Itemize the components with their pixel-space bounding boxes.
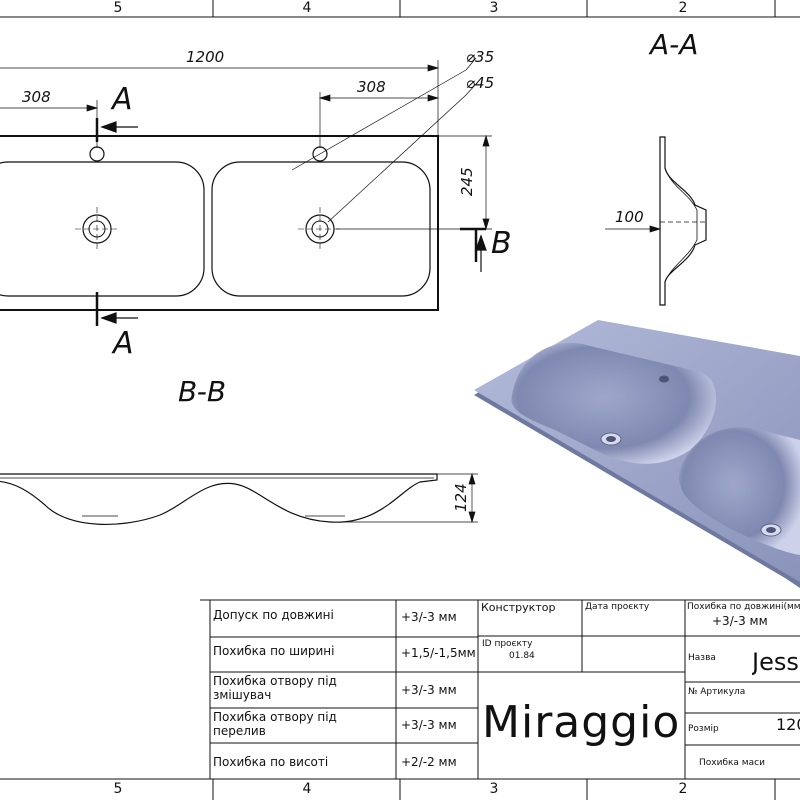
dimension-height: 124 bbox=[452, 483, 470, 512]
tolerance-value-mixer-hole: +3/-3 мм bbox=[401, 683, 457, 697]
size-label: Розмір bbox=[688, 724, 719, 734]
tap-hole-left bbox=[89, 146, 105, 162]
tolerance-label-overflow-hole: Похибка отвору під перелив bbox=[213, 710, 337, 738]
render-tap-hole bbox=[659, 375, 669, 383]
tolerance-value-overflow-hole: +3/-3 мм bbox=[401, 718, 457, 732]
project-id-label: ID проєкту bbox=[482, 639, 533, 649]
zone-label-top-5: 5 bbox=[113, 0, 123, 16]
article-label: № Артикула bbox=[688, 687, 746, 697]
tolerance-label-length: Допуск по довжині bbox=[213, 608, 334, 622]
tolerance-value-length: +3/-3 мм bbox=[401, 610, 457, 624]
dimension-section-depth: 100 bbox=[615, 208, 644, 226]
name-value: Jess bbox=[752, 648, 799, 676]
plan-view bbox=[0, 57, 492, 326]
zone-label-bottom-3: 3 bbox=[489, 781, 499, 797]
dimension-hole-large: ⌀45 bbox=[466, 74, 495, 92]
name-label: Назва bbox=[688, 653, 716, 663]
zone-label-bottom-5: 5 bbox=[113, 781, 123, 797]
dimension-hole-small: ⌀35 bbox=[466, 48, 495, 66]
tolerance-value-width: +1,5/-1,5мм bbox=[401, 646, 476, 660]
zone-label-bottom-4: 4 bbox=[302, 781, 312, 797]
dimension-length: 1200 bbox=[186, 48, 225, 66]
cut-mark-a-top: A bbox=[112, 82, 133, 117]
tolerance-label-width: Похибка по ширині bbox=[213, 644, 335, 658]
view-title-b-b: B-B bbox=[178, 375, 227, 408]
tolerance-label-mixer-hole: Похибка отвору під змішувач bbox=[213, 674, 337, 702]
section-a-a bbox=[605, 136, 707, 306]
cut-mark-b: B bbox=[491, 226, 512, 261]
zone-label-top-4: 4 bbox=[302, 0, 312, 16]
mass-tolerance-label: Похибка маси bbox=[699, 758, 765, 768]
project-id-value: 01.84 bbox=[509, 651, 535, 661]
view-title-a-a: A-A bbox=[650, 28, 699, 61]
designer-label: Конструктор bbox=[481, 601, 556, 614]
dimension-depth: 245 bbox=[458, 167, 476, 196]
date-label: Дата проєкту bbox=[585, 602, 650, 612]
sink-render bbox=[474, 320, 800, 588]
dimension-hole-offset-right: 308 bbox=[357, 78, 386, 96]
size-value: 120 bbox=[776, 715, 800, 734]
brand-logo-text: Miraggio bbox=[482, 697, 681, 748]
tolerance-label-height: Похибка по висоті bbox=[213, 755, 329, 769]
zone-label-top-3: 3 bbox=[489, 0, 499, 16]
dimension-hole-offset-left: 308 bbox=[22, 88, 51, 106]
length-tolerance-label: Похибка по довжині(мм) bbox=[687, 602, 800, 612]
length-tolerance-value: +3/-3 мм bbox=[712, 614, 768, 628]
title-block-grid bbox=[200, 599, 800, 779]
cut-mark-a-bottom: A bbox=[113, 326, 134, 361]
zone-label-bottom-2: 2 bbox=[678, 781, 688, 797]
section-b-b bbox=[0, 472, 478, 525]
zone-label-top-2: 2 bbox=[678, 0, 688, 16]
tolerance-value-height: +2/-2 мм bbox=[401, 755, 457, 769]
